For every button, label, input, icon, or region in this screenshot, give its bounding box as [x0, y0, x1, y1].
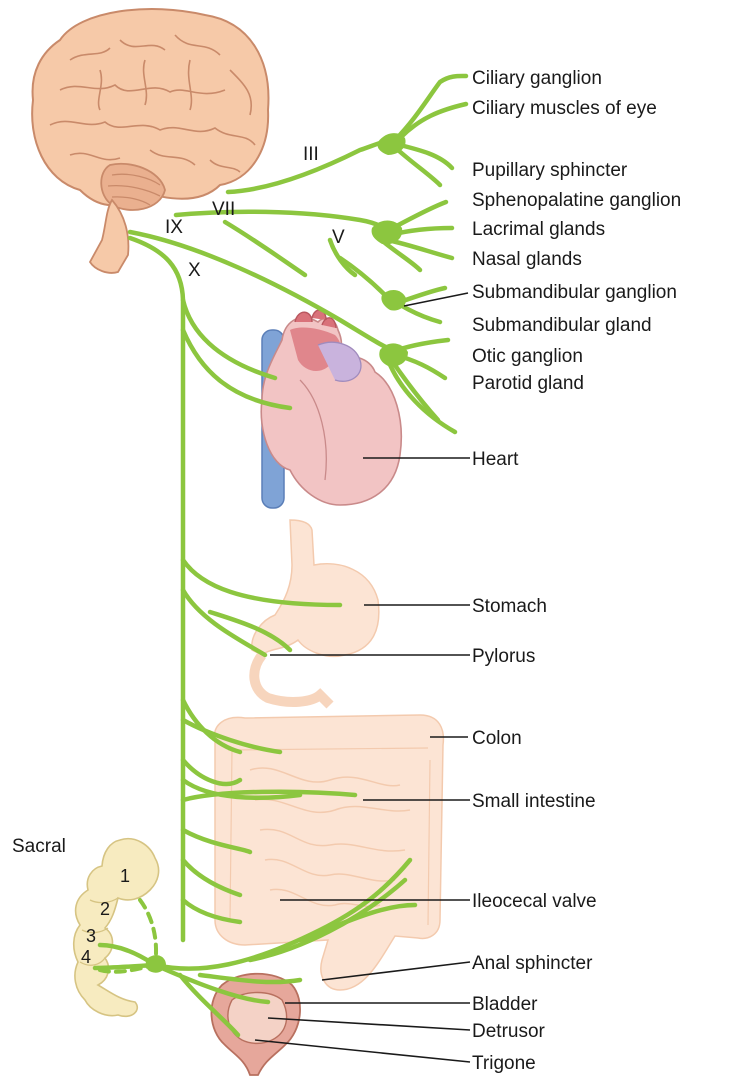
gi-tract: [215, 520, 444, 990]
label-small-intestine: Small intestine: [472, 791, 596, 812]
brain: [32, 9, 268, 273]
label-detrusor: Detrusor: [472, 1021, 546, 1042]
label-heart: Heart: [472, 449, 519, 470]
label-ileocecal-valve: Ileocecal valve: [472, 891, 597, 912]
label-ciliary-ganglion: Ciliary ganglion: [472, 68, 602, 89]
label-otic-ganglion: Otic ganglion: [472, 346, 583, 367]
label-anal-sphincter: Anal sphincter: [472, 953, 593, 974]
sacral-title: Sacral: [12, 836, 66, 857]
nerve-label-X: X: [188, 260, 201, 281]
sacral-segment-3: 3: [86, 926, 96, 946]
label-nasal-glands: Nasal glands: [472, 249, 582, 270]
nerve-label-III: III: [303, 144, 319, 165]
label-ciliary-muscles: Ciliary muscles of eye: [472, 98, 657, 119]
label-stomach: Stomach: [472, 596, 547, 617]
label-trigone: Trigone: [472, 1053, 536, 1074]
sacral-segment-4: 4: [81, 947, 91, 967]
label-lacrimal-glands: Lacrimal glands: [472, 219, 605, 240]
sacral-segment-2: 2: [100, 899, 110, 919]
label-sphenopalatine-ganglion: Sphenopalatine ganglion: [472, 190, 681, 211]
label-pupillary-sphincter: Pupillary sphincter: [472, 160, 628, 181]
label-pylorus: Pylorus: [472, 646, 535, 667]
sacral-segment-1: 1: [120, 866, 130, 886]
label-bladder: Bladder: [472, 994, 538, 1015]
label-submandibular-ganglion: Submandibular ganglion: [472, 282, 677, 303]
label-colon: Colon: [472, 728, 522, 749]
nerve-label-V: V: [332, 227, 345, 248]
label-parotid-gland: Parotid gland: [472, 373, 584, 394]
submandibular-ganglion-node: [381, 290, 406, 311]
nerve-label-VII: VII: [212, 199, 235, 220]
label-submandibular-gland: Submandibular gland: [472, 315, 652, 336]
nerve-label-IX: IX: [165, 217, 183, 238]
